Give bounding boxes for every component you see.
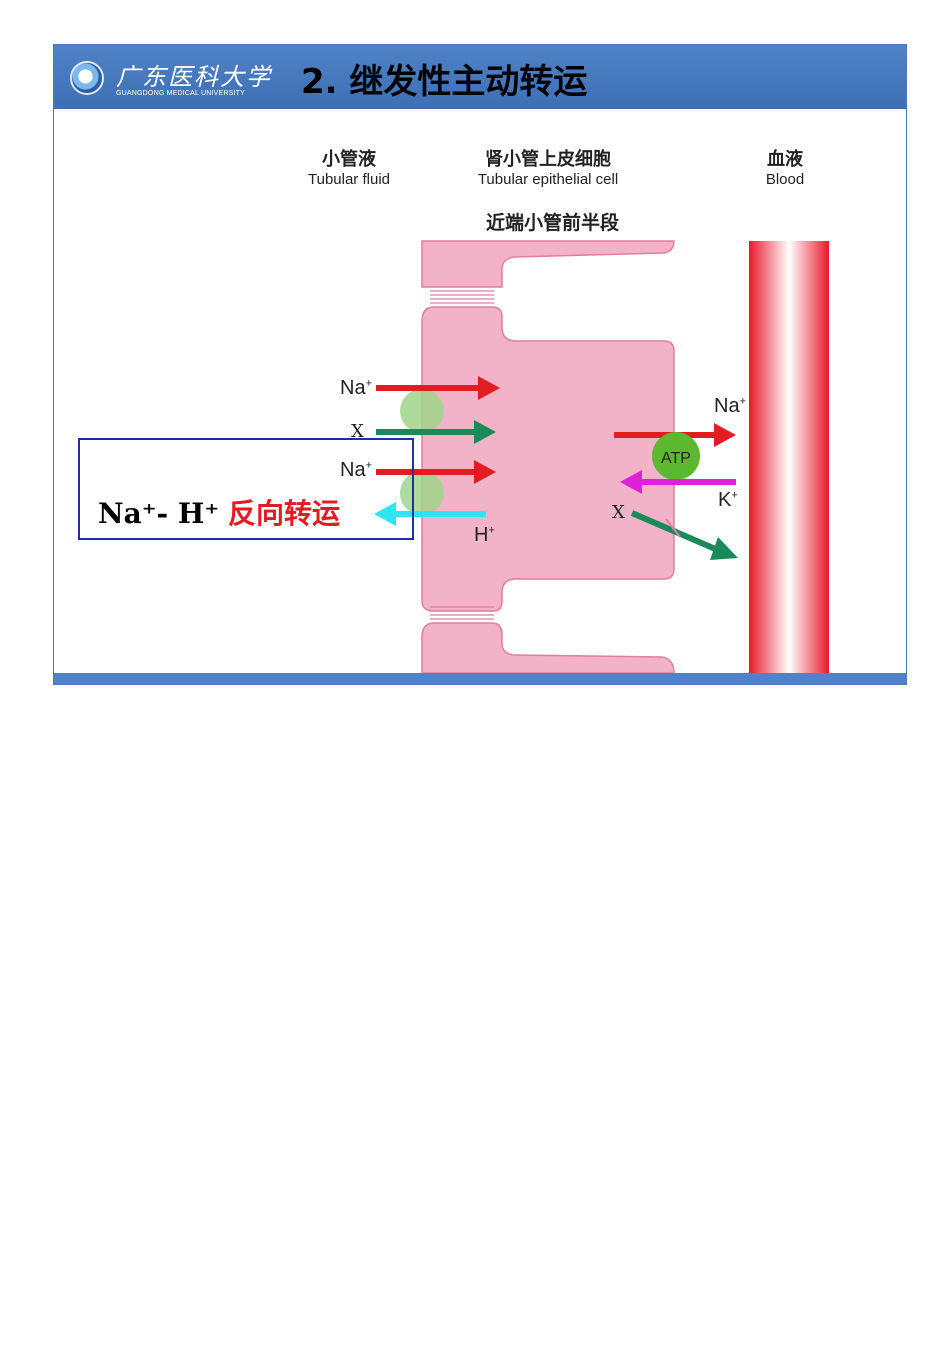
antiport-label: Na⁺- H⁺ 反向转运	[98, 497, 341, 530]
proximal-tubule-heading: 近端小管前半段	[486, 212, 620, 234]
epithelial-cell-label: 肾小管上皮细胞 Tubular epithelial cell	[477, 149, 619, 188]
lower-cell	[421, 622, 675, 674]
na-label-top: Na+	[340, 377, 373, 399]
na-antiport-arrow	[376, 460, 496, 484]
slide: 广东医科大学 GUANGDONG MEDICAL UNIVERSITY 2. 继…	[53, 44, 907, 685]
h-label: H+	[474, 524, 495, 546]
blood-vessel	[749, 241, 829, 673]
upper-cell	[421, 240, 675, 288]
x-label-right: X	[612, 502, 625, 523]
k-label: K+	[718, 489, 738, 511]
tubular-fluid-label: 小管液 Tubular fluid	[308, 149, 390, 188]
antiport-highlight-box	[78, 438, 414, 540]
symporter-icon	[400, 389, 444, 433]
slide-header: 广东医科大学 GUANGDONG MEDICAL UNIVERSITY 2. 继…	[54, 45, 906, 109]
na-label-mid: Na+	[340, 459, 373, 481]
x-efflux-arrow	[630, 510, 738, 560]
k-pump-arrow	[620, 470, 736, 494]
epithelial-cell	[421, 306, 675, 612]
atp-pump-icon	[652, 432, 700, 480]
antiporter-icon	[400, 471, 444, 515]
h-antiport-arrow	[374, 502, 486, 526]
blood-label: 血液 Blood	[765, 149, 805, 188]
university-name: 广东医科大学	[116, 63, 272, 91]
slide-footer-bar	[54, 673, 906, 684]
university-name-english: GUANGDONG MEDICAL UNIVERSITY	[116, 90, 246, 97]
na-label-right: Na+	[714, 395, 747, 417]
x-label-left: X	[351, 421, 364, 442]
transport-diagram: ATP	[374, 240, 829, 674]
tight-junction-bottom	[430, 606, 494, 620]
na-symport-arrow	[376, 376, 500, 400]
tight-junction-top	[430, 290, 494, 304]
x-symport-arrow	[376, 420, 496, 444]
atp-label: ATP	[661, 450, 691, 467]
slide-title: 2. 继发性主动转运	[301, 62, 588, 102]
university-logo-icon	[70, 61, 104, 95]
